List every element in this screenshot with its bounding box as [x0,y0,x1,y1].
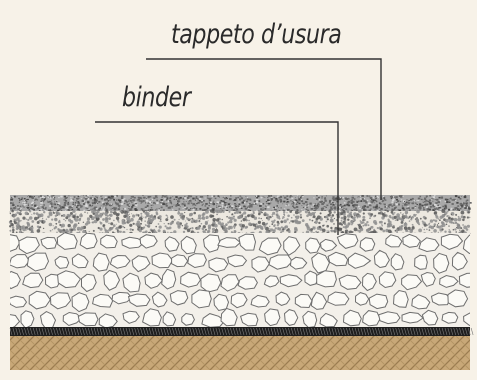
binder-layer [8,209,471,237]
leader-line-binder [95,121,339,235]
tappeto-usura-layer [10,195,472,213]
subgrade-layer [10,336,470,370]
base-layer [10,233,470,327]
membrane-layer [9,327,474,336]
leader-line-tappeto [146,58,382,200]
tappeto-usura-label: tappeto d’usura [171,19,342,50]
binder-label: binder [122,82,191,113]
